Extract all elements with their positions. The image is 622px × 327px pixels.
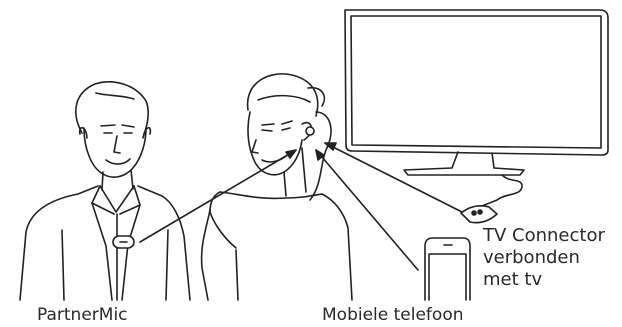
partnermic-label: PartnerMic [37,305,128,325]
tv-connector-label-line: met tv [483,269,605,291]
signal-arrows [140,143,462,270]
mobile-phone-label: Mobiele telefoon [322,305,464,325]
tv-connector-label-line: verbonden [483,247,605,269]
tv-stand [404,152,524,175]
tv-cable [482,175,522,206]
tv-screen [351,16,601,148]
mobile-phone [425,238,470,300]
arrow-tv-connector [325,143,462,212]
tv-connector-device [461,206,497,223]
hearing-aid [306,127,314,135]
woman-figure [202,74,352,300]
arrowhead-partnermic [286,150,296,158]
tv-connector-label-line: TV Connector [483,225,605,247]
television [345,10,608,206]
tv-frame [345,10,608,155]
man-figure [20,82,190,300]
arrow-phone [316,150,418,270]
tv-connector-label: TV Connector verbonden met tv [483,225,605,291]
